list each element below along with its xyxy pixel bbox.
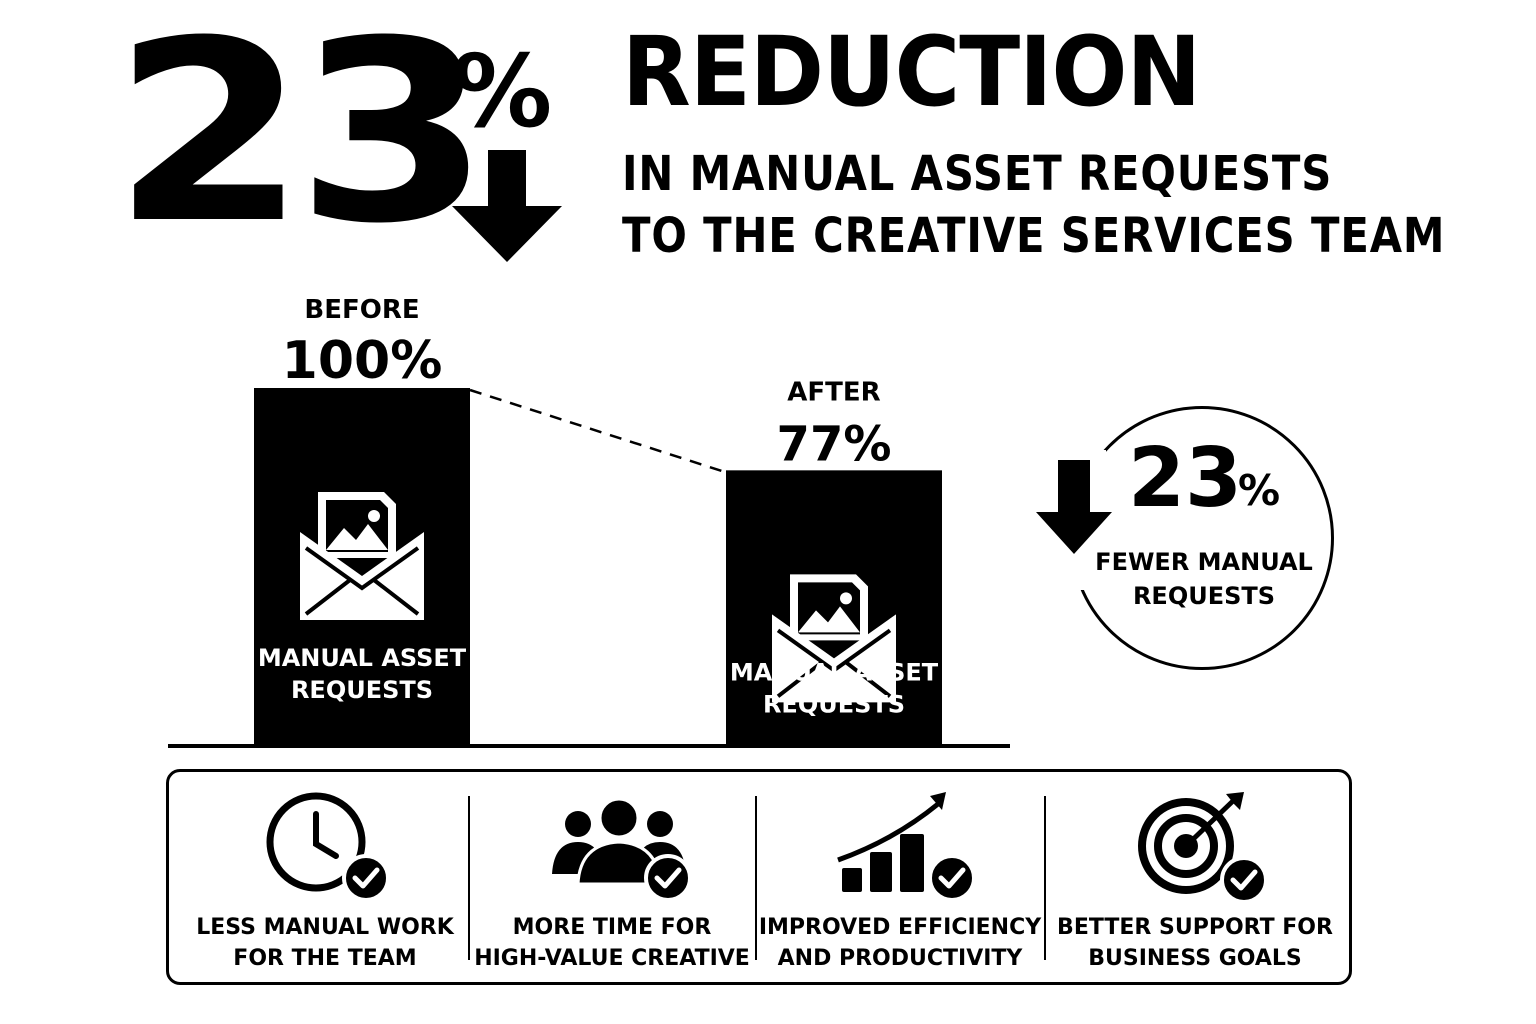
subheadline-line-1: IN MANUAL ASSET REQUESTS [622,146,1333,202]
bar-connector-dashed-line [469,388,727,474]
hero-percent-sign: % [452,33,553,150]
bar-before [254,388,470,746]
benefit-line-1: IMPROVED EFFICIENCY [758,915,1042,940]
benefit-text: MORE TIME FOR HIGH-VALUE CREATIVE [467,912,757,974]
benefit-line-1: LESS MANUAL WORK [196,915,454,940]
bar-caption-line-2: REQUESTS [291,676,433,704]
subheadline-line-2: TO THE CREATIVE SERVICES TEAM [622,208,1446,264]
benefit-divider [755,796,757,960]
benefit-text: IMPROVED EFFICIENCY AND PRODUCTIVITY [755,912,1045,974]
growth-chart-check-icon [837,792,976,902]
badge-caption-line-2: REQUESTS [1132,582,1276,610]
badge-number: 23 [1128,431,1243,526]
down-arrow-icon [1036,460,1112,554]
benefit-line-2: FOR THE TEAM [233,946,417,971]
benefit-line-2: AND PRODUCTIVITY [777,946,1023,971]
team-check-icon [552,797,692,902]
benefit-divider [468,796,470,960]
benefits-panel [166,769,1352,985]
envelope-image-icon [772,574,896,703]
envelope-image-icon [300,492,424,620]
headline: REDUCTION [622,16,1201,128]
clock-check-icon [266,792,390,902]
down-arrow-icon [452,150,562,262]
benefit-text: BETTER SUPPORT FOR BUSINESS GOALS [1050,912,1340,974]
bar-caption-line-1: MANUAL ASSET [730,658,939,686]
benefit-line-2: HIGH-VALUE CREATIVE [474,946,750,971]
badge-caption-line-1: FEWER MANUAL [1095,548,1313,576]
badge-percent-sign: % [1238,466,1281,515]
bar-caption-line-2: REQUESTS [763,690,905,718]
benefit-text: LESS MANUAL WORK FOR THE TEAM [180,912,470,974]
target-check-icon [1138,792,1268,902]
benefit-line-1: MORE TIME FOR [512,915,712,940]
bar-category-label: BEFORE [304,295,419,325]
bar-value-label: 77% [777,416,892,472]
benefit-divider [1044,796,1046,960]
benefit-line-2: BUSINESS GOALS [1088,946,1302,971]
hero-number: 23 [112,0,490,278]
bar-value-label: 100% [282,331,443,391]
benefit-line-1: BETTER SUPPORT FOR [1057,915,1333,940]
bar-category-label: AFTER [787,377,880,407]
bar-caption-line-1: MANUAL ASSET [258,644,467,672]
reduction-badge-circle [1070,406,1334,670]
